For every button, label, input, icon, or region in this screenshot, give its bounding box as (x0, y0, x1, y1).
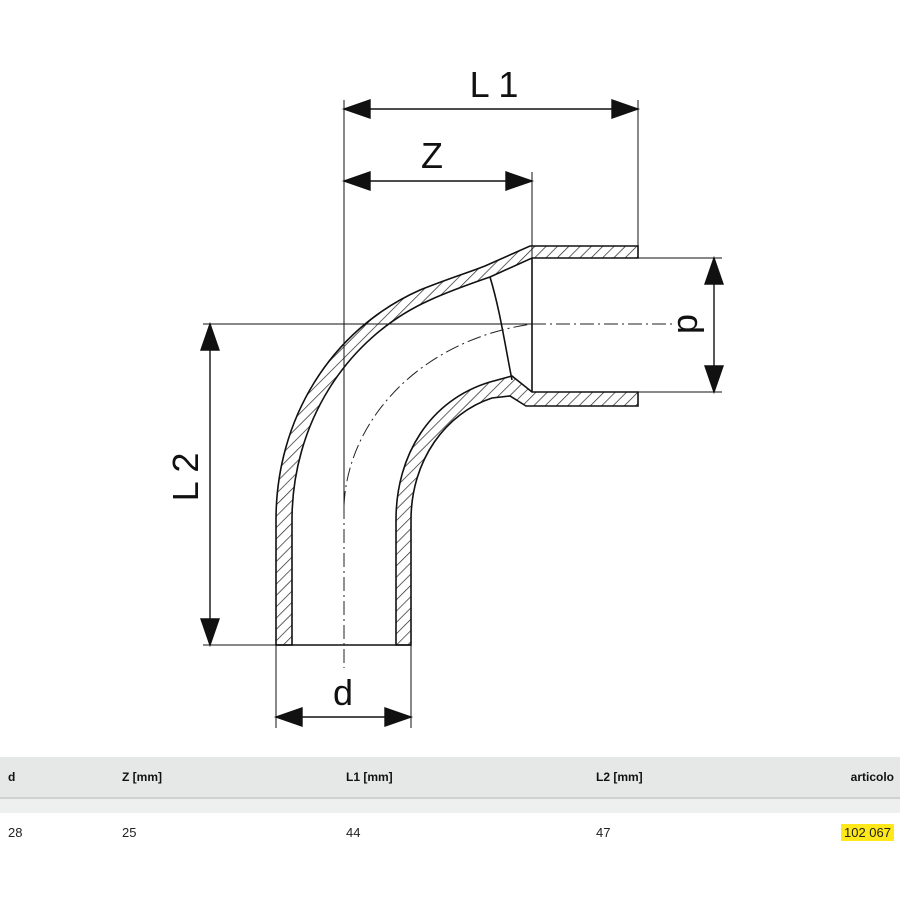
label-d-right: d (670, 314, 711, 334)
label-z: Z (421, 135, 443, 176)
header-d: d (8, 770, 16, 784)
header-articolo: articolo (850, 770, 894, 784)
specification-table: d Z [mm] L1 [mm] L2 [mm] articolo 28 25 … (0, 757, 900, 853)
center-lines (343, 323, 676, 668)
pipe-walls (275, 245, 639, 646)
elbow-technical-drawing: L 1 Z L 2 d d (165, 64, 724, 728)
outer-wall (275, 245, 639, 646)
label-d-bottom: d (333, 672, 353, 713)
table-row: 28 25 44 47 102 067 (0, 813, 900, 853)
table-header: d Z [mm] L1 [mm] L2 [mm] articolo (0, 757, 900, 799)
inner-wall (395, 375, 639, 646)
cell-d: 28 (8, 825, 23, 840)
article-number-highlight[interactable]: 102 067 (841, 824, 894, 841)
header-z: Z [mm] (122, 770, 162, 784)
table-spacer (0, 799, 900, 813)
label-l1: L 1 (470, 64, 519, 105)
dimension-arrows (200, 99, 724, 727)
header-l2: L2 [mm] (596, 770, 643, 784)
cell-l2: 47 (596, 825, 611, 840)
header-l1: L1 [mm] (346, 770, 393, 784)
cell-l1: 44 (346, 825, 361, 840)
extension-lines (203, 100, 722, 728)
label-l2: L 2 (165, 453, 206, 502)
cell-z: 25 (122, 825, 137, 840)
cell-articolo[interactable]: 102 067 (841, 813, 894, 853)
